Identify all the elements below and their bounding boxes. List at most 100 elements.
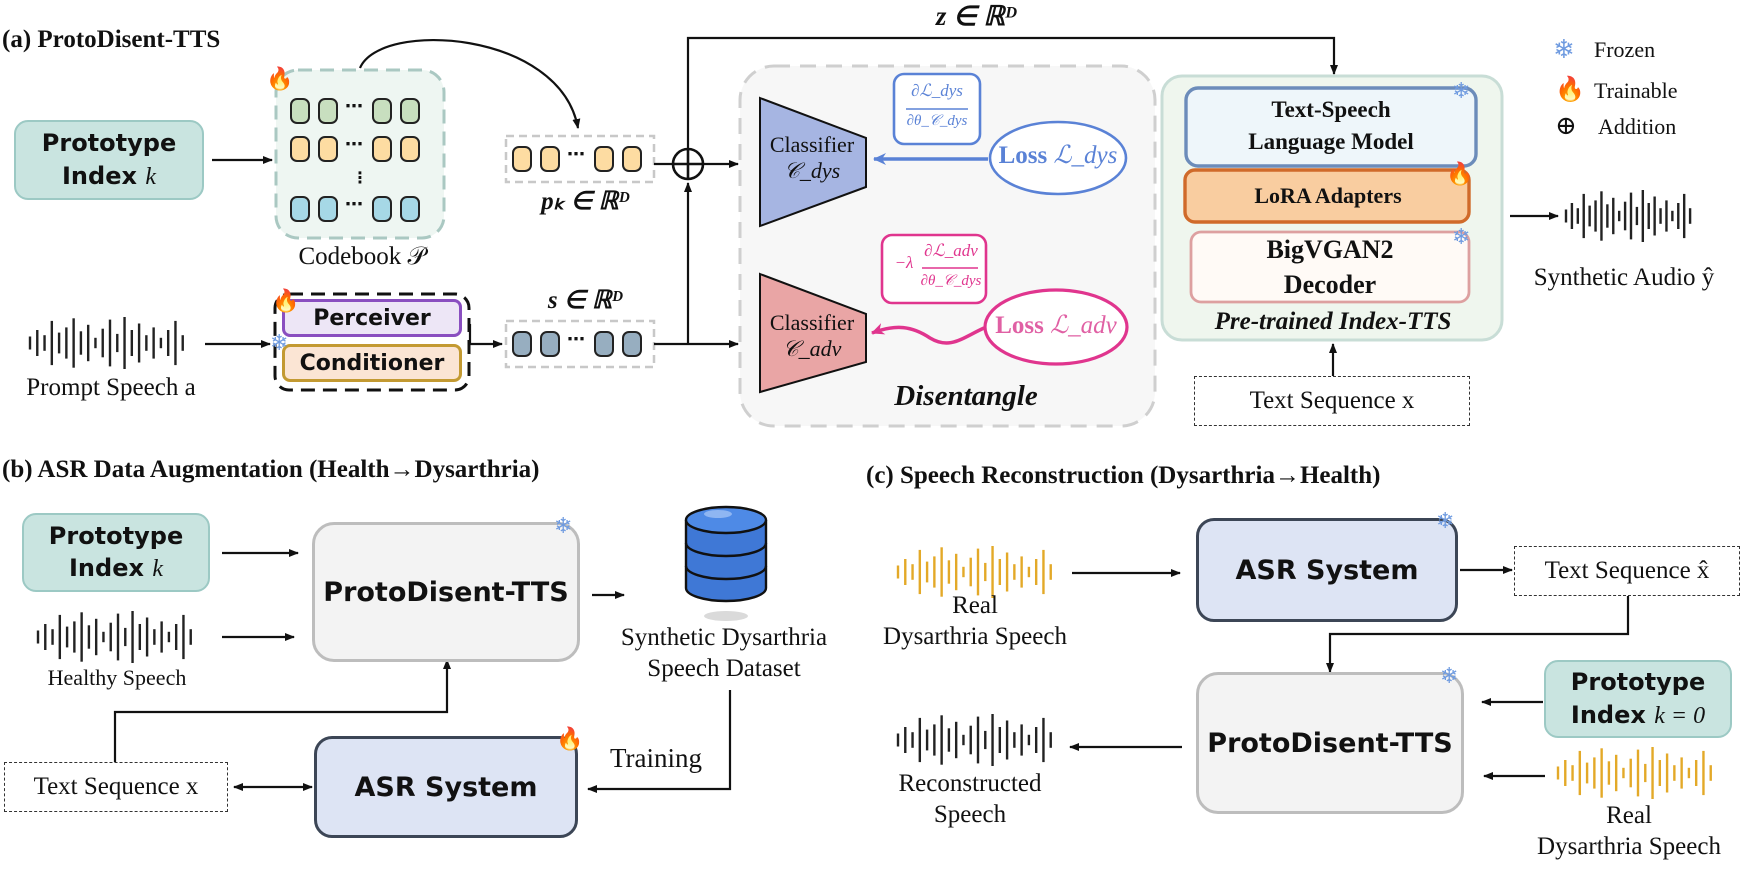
addition-operator [671, 147, 705, 181]
snowflake-icon: ❄ [1553, 35, 1575, 64]
database-icon [684, 505, 768, 621]
prototype-index-box-c: Prototype Index k = 0 [1544, 660, 1732, 738]
lora-label: LoRA Adapters [1254, 183, 1402, 208]
reconstructed-speech-waveform [896, 714, 1052, 766]
lm-line1: Text-Speech [1271, 97, 1391, 122]
text-sequence-box-a: Text Sequence x [1194, 376, 1470, 426]
flame-icon: 🔥 [556, 726, 584, 751]
protodisent-tts-box-b: ProtoDisent-TTS [312, 522, 580, 662]
prototype-label-line2: Index [62, 161, 146, 190]
healthy-speech-waveform [36, 611, 192, 663]
prototype-c-line1: Prototype [1570, 668, 1706, 697]
prototype-b-line1: Prototype [48, 521, 184, 550]
prototype-b-var: k [152, 556, 163, 582]
prototype-index-box-b: Prototype Index k [22, 513, 210, 592]
snowflake-icon: ❄ [1440, 663, 1459, 688]
grad-adv-denominator: ∂θ_𝒞_dys [920, 273, 982, 289]
classifier-dys-line1: Classifier [769, 132, 855, 157]
prompt-speech-waveform [28, 317, 184, 369]
z-label: z ∈ ℝᴰ [935, 1, 1017, 31]
classifier-adv-label: Classifier 𝒞_adv [756, 310, 868, 363]
prototype-index-var: k [145, 163, 156, 190]
flame-icon: 🔥 [1555, 77, 1585, 103]
arrow-codebook-to-pk [358, 38, 581, 129]
perceiver-label: Perceiver [313, 305, 431, 331]
synthetic-audio-waveform [1564, 190, 1692, 242]
tts-label-b: ProtoDisent-TTS [323, 576, 569, 608]
loss-adv-label: Loss ℒ_adv [990, 310, 1122, 341]
prototype-b-line2: Index [69, 554, 153, 582]
dataset-label-line1: Synthetic Dysarthria [620, 624, 828, 651]
prototype-c-var: k = 0 [1654, 702, 1706, 729]
section-a-title: (a) ProtoDisent-TTS [2, 26, 221, 53]
codebook-label: Codebook 𝒫 [298, 243, 426, 270]
disentangle-label: Disentangle [894, 380, 1038, 412]
protodisent-tts-box-c: ProtoDisent-TTS [1196, 672, 1464, 814]
classifier-adv-line1: Classifier [769, 310, 855, 335]
asr-label-c: ASR System [1235, 554, 1419, 586]
healthy-speech-label: Healthy Speech [47, 665, 187, 690]
loss-dys-symbol: ℒ_dys [1053, 142, 1118, 169]
index-tts-caption: Pre-trained Index-TTS [1214, 308, 1452, 335]
s-label: s ∈ ℝᴰ [547, 287, 623, 314]
snowflake-icon: ❄ [1452, 224, 1471, 249]
flame-icon: 🔥 [1446, 161, 1474, 186]
synthetic-audio-label: Synthetic Audio ŷ [1533, 264, 1715, 291]
prototype-label-line1: Prototype [41, 129, 177, 158]
text-sequence-label-b: Text Sequence x [33, 773, 199, 800]
lm-line2: Language Model [1248, 129, 1414, 155]
prompt-speech-label: Prompt Speech a [26, 374, 196, 401]
text-sequence-box-b: Text Sequence x [4, 762, 228, 812]
section-b-title: (b) ASR Data Augmentation (Health→Dysart… [2, 456, 540, 483]
grad-adv-prefix: −λ [894, 253, 914, 272]
reconstructed-line1: Reconstructed [898, 770, 1042, 797]
text-sequence-box-c: Text Sequence x̂ [1514, 546, 1740, 596]
real-dysarthria-label: Real Dysarthria Speech [862, 590, 1088, 653]
reconstructed-label: Reconstructed Speech [870, 768, 1070, 831]
loss-dys-word: Loss [998, 142, 1054, 169]
asr-system-box-b: ASR System [314, 736, 578, 838]
pk-label: pₖ ∈ ℝᴰ [541, 188, 629, 215]
lm-label: Text-Speech Language Model [1190, 94, 1472, 158]
loss-dys-label: Loss ℒ_dys [994, 140, 1122, 171]
real2-label-line1: Real [1606, 802, 1652, 829]
prototype-index-box: Prototype Index k [14, 120, 204, 200]
tts-label-c: ProtoDisent-TTS [1207, 727, 1453, 759]
legend-label-trainable: Trainable [1594, 78, 1678, 103]
loss-adv-word: Loss [995, 312, 1051, 339]
snowflake-icon: ❄ [1452, 78, 1471, 103]
grad-adv-numerator: ∂ℒ_adv [924, 241, 978, 260]
perceiver-box: Perceiver [282, 299, 462, 337]
vocoder-line1: BigVGAN2 [1266, 235, 1394, 264]
snowflake-icon: ❄ [554, 513, 573, 538]
conditioner-label: Conditioner [299, 350, 445, 376]
reconstructed-line2: Speech [933, 801, 1007, 829]
asr-label-b: ASR System [354, 771, 538, 803]
vocoder-line2: Decoder [1283, 270, 1377, 300]
training-label: Training [609, 743, 703, 773]
classifier-dys-label: Classifier 𝒞_dys [756, 132, 868, 185]
real-dysarthria-label-2: Real Dysarthria Speech [1516, 800, 1740, 863]
legend-label-addition: Addition [1598, 114, 1677, 139]
arrow-loss-adv-to-classifier [871, 323, 985, 345]
dataset-label-line2: Speech Dataset [647, 655, 801, 683]
vocoder-label: BigVGAN2 Decoder [1194, 232, 1466, 302]
classifier-dys-symbol: 𝒞_dys [783, 158, 841, 184]
loss-adv-symbol: ℒ_adv [1050, 312, 1117, 339]
flame-icon: 🔥 [266, 66, 294, 91]
section-c-title: (c) Speech Reconstruction (Dysarthria→He… [866, 462, 1381, 489]
real-label-line1: Real [952, 592, 998, 619]
grad-dys-numerator: ∂ℒ_dys [911, 81, 963, 100]
text-sequence-label-a: Text Sequence x [1249, 387, 1415, 414]
snowflake-icon: ❄ [1436, 508, 1455, 533]
legend-label-frozen: Frozen [1594, 37, 1656, 62]
real-label-line2: Dysarthria Speech [883, 623, 1067, 651]
text-sequence-label-c: Text Sequence x̂ [1544, 557, 1710, 584]
real-dysarthria-waveform-2 [1556, 747, 1712, 799]
snowflake-icon: ❄ [270, 330, 289, 355]
flame-icon: 🔥 [272, 288, 300, 313]
grad-dys-denominator: ∂θ_𝒞_dys [906, 113, 968, 129]
arrow-encoder-to-s [468, 324, 503, 348]
